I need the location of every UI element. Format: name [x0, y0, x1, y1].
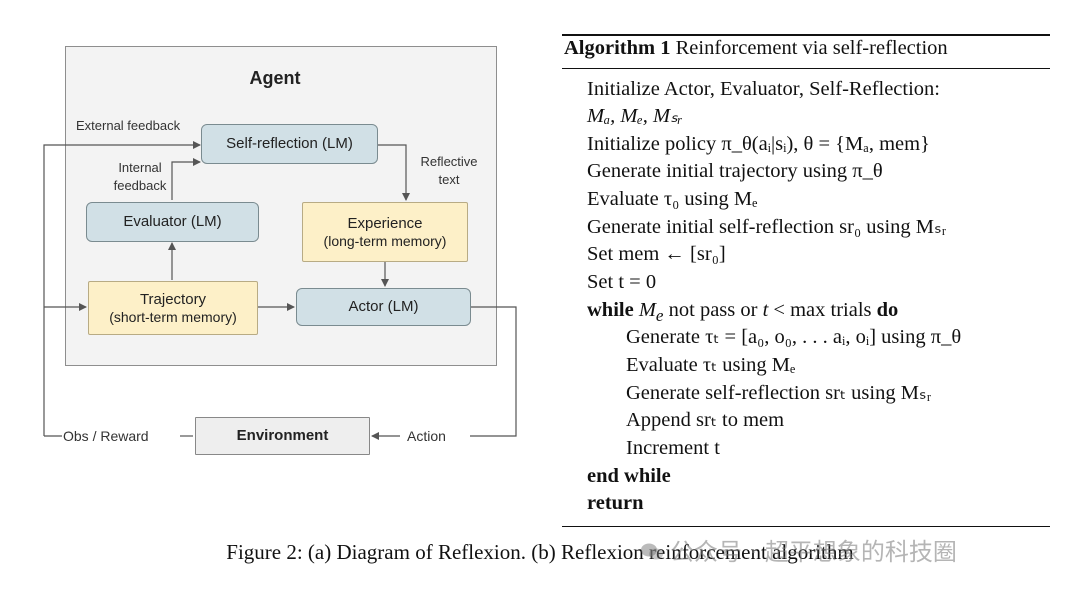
- trajectory-node: Trajectory (short-term memory): [88, 281, 258, 335]
- evaluator-node: Evaluator (LM): [86, 202, 259, 242]
- algorithm-line-2: Mₐ, Mₑ, Mₛᵣ: [587, 105, 683, 127]
- internal-feedback-connector: [171, 158, 201, 200]
- reflective-text-connector: [378, 144, 410, 201]
- algorithm-line-15: end while: [587, 465, 671, 487]
- algorithm-line-3: Initialize policy π_θ(aᵢ|sᵢ), θ = {Mₐ, m…: [587, 133, 930, 155]
- reflective-text-line1: Reflective: [420, 154, 478, 169]
- internal-feedback-label: Internal feedback: [108, 159, 172, 194]
- experience-label: Experience: [347, 214, 423, 232]
- algorithm-line-7: Set mem ← [sr₀]: [587, 243, 726, 265]
- caption-text: Figure 2: (a) Diagram of Reflexion. (b) …: [226, 540, 854, 564]
- trajectory-sublabel: (short-term memory): [109, 308, 237, 325]
- algorithm-number: Algorithm 1: [564, 37, 671, 59]
- watermark-text: 公众号 · 超平想象的科技圈: [670, 538, 957, 566]
- algorithm-line-10: Generate τₜ = [a₀, o₀, . . . aᵢ, oᵢ] usi…: [626, 326, 962, 348]
- actor-node: Actor (LM): [296, 288, 471, 326]
- self-reflection-label: Self-reflection (LM): [226, 135, 353, 152]
- algorithm-line-14: Increment t: [626, 437, 720, 459]
- figure-caption: Figure 2: (a) Diagram of Reflexion. (b) …: [0, 540, 1080, 565]
- internal-feedback-line1: Internal: [118, 160, 162, 175]
- external-feedback-connector: [43, 141, 201, 436]
- actor-label: Actor (LM): [348, 298, 419, 315]
- experience-sublabel: (long-term memory): [323, 232, 447, 249]
- reflective-text-label: Reflective text: [413, 153, 485, 188]
- algorithm-line-13: Append srₜ to mem: [626, 409, 785, 431]
- top-rule: [562, 34, 1050, 36]
- header-rule: [562, 68, 1050, 69]
- obs-reward-label: Obs / Reward: [63, 428, 149, 444]
- algorithm-line-6: Generate initial self-reflection sr₀ usi…: [587, 216, 947, 238]
- algorithm-title: Algorithm 1 Reinforcement via self-refle…: [564, 37, 948, 60]
- agent-title: Agent: [249, 68, 301, 88]
- while-keyword: while: [587, 299, 634, 321]
- reflexion-diagram: Agent Self-reflection (LM) Evaluator (LM…: [0, 0, 540, 520]
- algorithm-line-5: Evaluate τ₀ using Mₑ: [587, 188, 758, 210]
- algorithm-name: Reinforcement via self-reflection: [675, 37, 948, 59]
- environment-label: Environment: [236, 427, 329, 444]
- watermark: 公众号 · 超平想象的科技圈: [640, 532, 957, 567]
- algorithm-line-11: Evaluate τₜ using Mₑ: [626, 354, 796, 376]
- diagram-connectors: [43, 141, 517, 440]
- experience-node: Experience (long-term memory): [302, 202, 468, 262]
- self-reflection-node: Self-reflection (LM): [201, 124, 378, 164]
- internal-feedback-line2: feedback: [113, 177, 167, 193]
- algorithm-line-16: return: [587, 492, 644, 514]
- wechat-icon: [641, 543, 663, 560]
- reflective-text-line2: text: [438, 171, 460, 187]
- bottom-rule: [562, 526, 1050, 527]
- actor-to-action-line: [470, 306, 517, 437]
- algorithm-block: Algorithm 1 Reinforcement via self-refle…: [562, 34, 1050, 530]
- algorithm-line-12: Generate self-reflection srₜ using Mₛᵣ: [626, 382, 932, 404]
- do-keyword: do: [876, 299, 899, 321]
- action-label: Action: [407, 428, 446, 444]
- algorithm-line-8: Set t = 0: [587, 271, 657, 293]
- external-feedback-label: External feedback: [76, 118, 181, 133]
- evaluator-label: Evaluator (LM): [123, 213, 222, 230]
- algorithm-line-9: while Me not pass or t < max trials do: [587, 297, 898, 329]
- while-condition: Me not pass or t < max trials: [638, 299, 872, 326]
- trajectory-label: Trajectory: [139, 290, 207, 308]
- algorithm-line-1: Initialize Actor, Evaluator, Self-Reflec…: [587, 78, 940, 100]
- environment-node: Environment: [195, 417, 370, 455]
- algorithm-line-4: Generate initial trajectory using π_θ: [587, 160, 883, 182]
